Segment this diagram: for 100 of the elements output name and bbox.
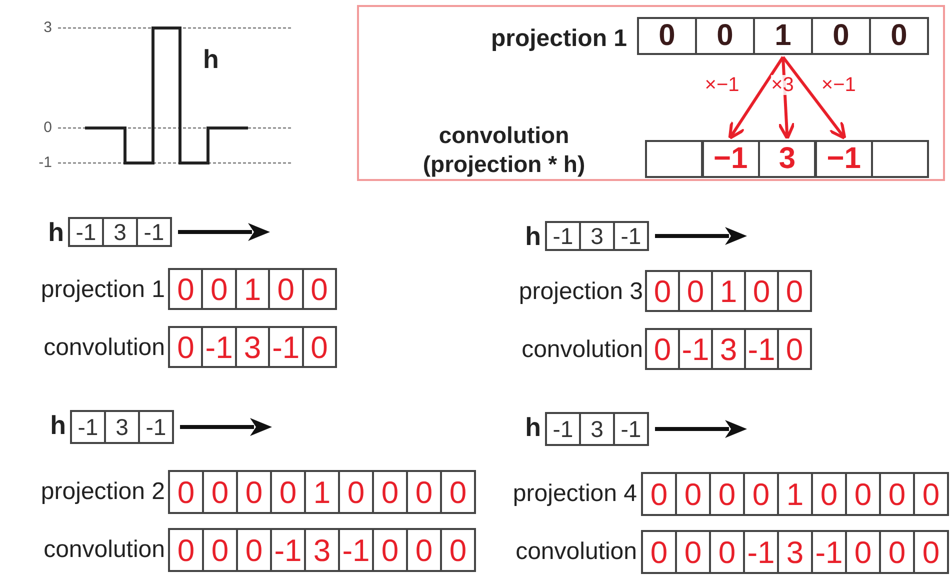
table-cell: 0: [645, 328, 680, 370]
table-cell: −1: [702, 140, 760, 178]
table-cell: 3: [304, 528, 340, 572]
table-cell: 1: [711, 270, 746, 312]
table-cell: -1: [201, 326, 237, 368]
table-cell: -1: [678, 328, 713, 370]
table-cell: 1: [753, 17, 813, 55]
row-label: convolution (projection * h): [422, 121, 586, 178]
table-cell: -1: [545, 221, 581, 251]
table-cell: 0: [675, 530, 711, 574]
table-cell: 0: [645, 270, 680, 312]
table-cell: 0: [168, 326, 204, 368]
table-cell: -1: [268, 326, 304, 368]
table-cell: 3: [711, 328, 746, 370]
table-cell: 3: [777, 530, 813, 574]
table-cell: 0: [168, 470, 204, 514]
axis-tick-label: -1: [38, 155, 52, 170]
table-cell: −1: [814, 140, 873, 178]
panel-box: [357, 5, 945, 181]
table-cell: 0: [777, 328, 812, 370]
table-cell: -1: [270, 528, 306, 572]
kernel-label: h: [525, 414, 541, 440]
table-cell: -1: [545, 412, 581, 446]
table-cell: 0: [637, 17, 697, 55]
table-cell: 0: [168, 528, 204, 572]
table-cell: -1: [68, 217, 104, 247]
table-cell: 0: [202, 470, 238, 514]
table-cell: 0: [338, 470, 374, 514]
table-cell: 0: [709, 530, 745, 574]
table-cell: 0: [201, 268, 237, 310]
table-cell: -1: [744, 328, 779, 370]
table-cell: -1: [613, 221, 649, 251]
table-cell: 0: [406, 470, 442, 514]
table-cell: -1: [338, 528, 374, 572]
table-cell: 0: [845, 530, 881, 574]
axis-tick-label: 0: [42, 120, 52, 135]
table-cell: -1: [138, 410, 174, 444]
row-label: convolution: [44, 336, 165, 360]
table-cell: 3: [104, 410, 140, 444]
table-cell: 0: [236, 470, 272, 514]
row-label: projection 3: [518, 280, 643, 304]
table-cell: 0: [236, 528, 272, 572]
table-cell: -1: [70, 410, 106, 444]
table-cell: 0: [270, 470, 306, 514]
table-cell: 0: [302, 326, 337, 368]
table-cell: 3: [102, 217, 138, 247]
table-cell: 0: [811, 472, 847, 516]
axis-tick-label: 3: [42, 20, 52, 35]
row-label: projection 1: [40, 278, 165, 302]
table-cell: -1: [811, 530, 847, 574]
table-cell: 0: [202, 528, 238, 572]
arrow: [782, 56, 846, 140]
table-cell: -1: [743, 530, 779, 574]
table-cell: 0: [675, 472, 711, 516]
table-cell: 0: [440, 528, 476, 572]
table-cell: 3: [758, 140, 816, 178]
table-cell: 0: [845, 472, 881, 516]
table-cell: 0: [811, 17, 871, 55]
table-cell: 0: [641, 530, 677, 574]
table-cell: [871, 140, 930, 178]
table-cell: 0: [695, 17, 755, 55]
row-label: convolution: [516, 540, 637, 564]
table-cell: 0: [678, 270, 713, 312]
table-cell: 0: [302, 268, 337, 310]
edge-label: ×3: [771, 75, 794, 95]
table-cell: -1: [136, 217, 172, 247]
table-cell: 0: [268, 268, 304, 310]
row-label: convolution: [522, 338, 643, 362]
row-label: convolution: [44, 538, 165, 562]
table-cell: 0: [440, 470, 476, 514]
table-cell: 1: [234, 268, 270, 310]
table-cell: 3: [234, 326, 270, 368]
kernel-label: h: [525, 223, 541, 249]
table-cell: 1: [777, 472, 813, 516]
table-cell: 3: [579, 221, 615, 251]
table-cell: 0: [406, 528, 442, 572]
table-cell: 0: [743, 472, 779, 516]
table-cell: 0: [168, 268, 204, 310]
table-cell: 0: [913, 472, 949, 516]
row-label: projection 4: [512, 482, 637, 506]
table-cell: 3: [579, 412, 615, 446]
table-cell: 0: [777, 270, 812, 312]
kernel-label: h: [48, 219, 64, 245]
table-cell: 0: [372, 528, 408, 572]
row-label: projection 1: [490, 27, 627, 51]
plot-label: h: [203, 46, 219, 72]
table-cell: 0: [913, 530, 949, 574]
table-cell: 0: [869, 17, 929, 55]
table-cell: 0: [744, 270, 779, 312]
table-cell: 0: [879, 472, 915, 516]
arrow: [778, 56, 796, 140]
table-cell: 0: [879, 530, 915, 574]
table-cell: 0: [709, 472, 745, 516]
kernel-label: h: [50, 412, 66, 438]
row-label: projection 2: [40, 480, 165, 504]
arrow: [728, 56, 784, 140]
table-cell: 0: [641, 472, 677, 516]
table-cell: -1: [613, 412, 649, 446]
table-cell: [645, 140, 703, 178]
table-cell: 1: [304, 470, 340, 514]
